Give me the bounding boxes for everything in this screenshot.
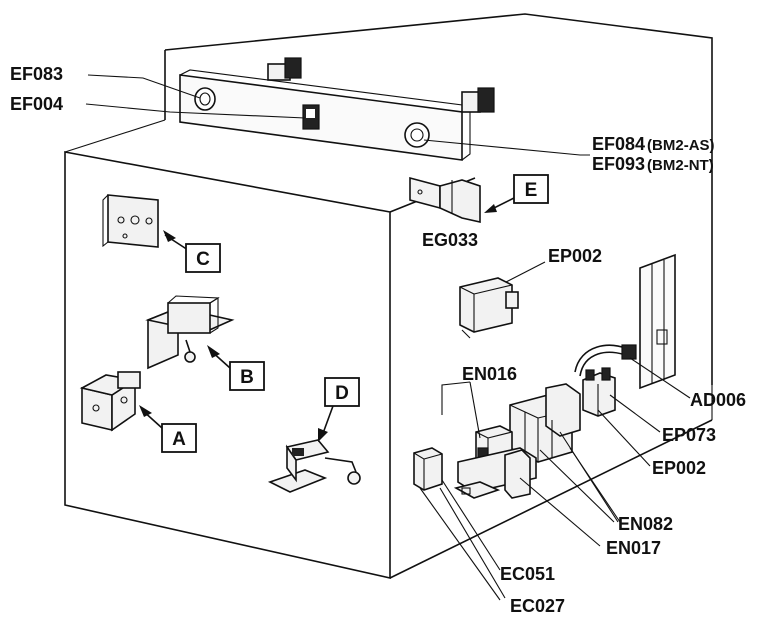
callout-c: C xyxy=(163,230,221,273)
eg033-hinge-bracket xyxy=(409,176,481,223)
control-panel xyxy=(179,57,495,161)
ef084-thermostat-knob xyxy=(404,122,430,148)
label-ef093: EF093 xyxy=(592,154,645,174)
label-ef093-line: EF093(BM2-NT) xyxy=(592,154,714,174)
leader-lines xyxy=(85,74,691,601)
part-c-mounting-plate xyxy=(102,194,159,248)
callout-b: B xyxy=(207,345,265,391)
label-en017: EN017 xyxy=(606,538,661,558)
label-ef084-line: EF084(BM2-AS) xyxy=(592,134,715,154)
part-a-bracket xyxy=(79,371,141,432)
callout-label-d: D xyxy=(335,383,349,404)
label-ep002-top: EP002 xyxy=(548,246,602,266)
label-ep002-bottom: EP002 xyxy=(652,458,706,478)
label-ef084-variant: (BM2-AS) xyxy=(647,137,715,154)
part-b-bracket-assembly xyxy=(145,295,235,370)
label-ep073: EP073 xyxy=(662,425,716,445)
callout-d: D xyxy=(318,377,360,442)
panel-bracket-left xyxy=(267,57,302,81)
cabinet-outline xyxy=(64,13,713,579)
label-ef083: EF083 xyxy=(10,64,63,84)
ep073-component xyxy=(582,367,616,417)
ec051-component xyxy=(413,447,443,491)
label-eg033: EG033 xyxy=(422,230,478,250)
label-ec051: EC051 xyxy=(500,564,555,584)
callout-a: A xyxy=(139,405,197,453)
label-ec027: EC027 xyxy=(510,596,565,616)
callout-label-a: A xyxy=(172,429,186,450)
label-en082: EN082 xyxy=(618,514,673,534)
label-ad006: AD006 xyxy=(690,390,746,410)
ep002-top-component xyxy=(459,277,519,333)
callout-label-c: C xyxy=(196,249,210,270)
label-en016: EN016 xyxy=(462,364,517,384)
ad006-rail-assembly xyxy=(574,253,676,390)
en017-din-rail xyxy=(453,447,537,499)
callout-label-b: B xyxy=(240,367,254,388)
ef083-indicator-lamp xyxy=(194,87,216,111)
callout-e: E xyxy=(484,174,549,213)
callout-label-e: E xyxy=(525,180,538,201)
panel-bracket-right xyxy=(461,87,495,113)
part-labels: EF083 EF004 EF084(BM2-AS) EF093(BM2-NT) … xyxy=(10,64,746,616)
label-ef093-variant: (BM2-NT) xyxy=(647,157,714,174)
ef004-rocker-switch xyxy=(302,104,320,130)
part-d-thermostat-bracket xyxy=(267,439,361,493)
label-ef084: EF084 xyxy=(592,134,645,154)
label-ef004: EF004 xyxy=(10,94,63,114)
